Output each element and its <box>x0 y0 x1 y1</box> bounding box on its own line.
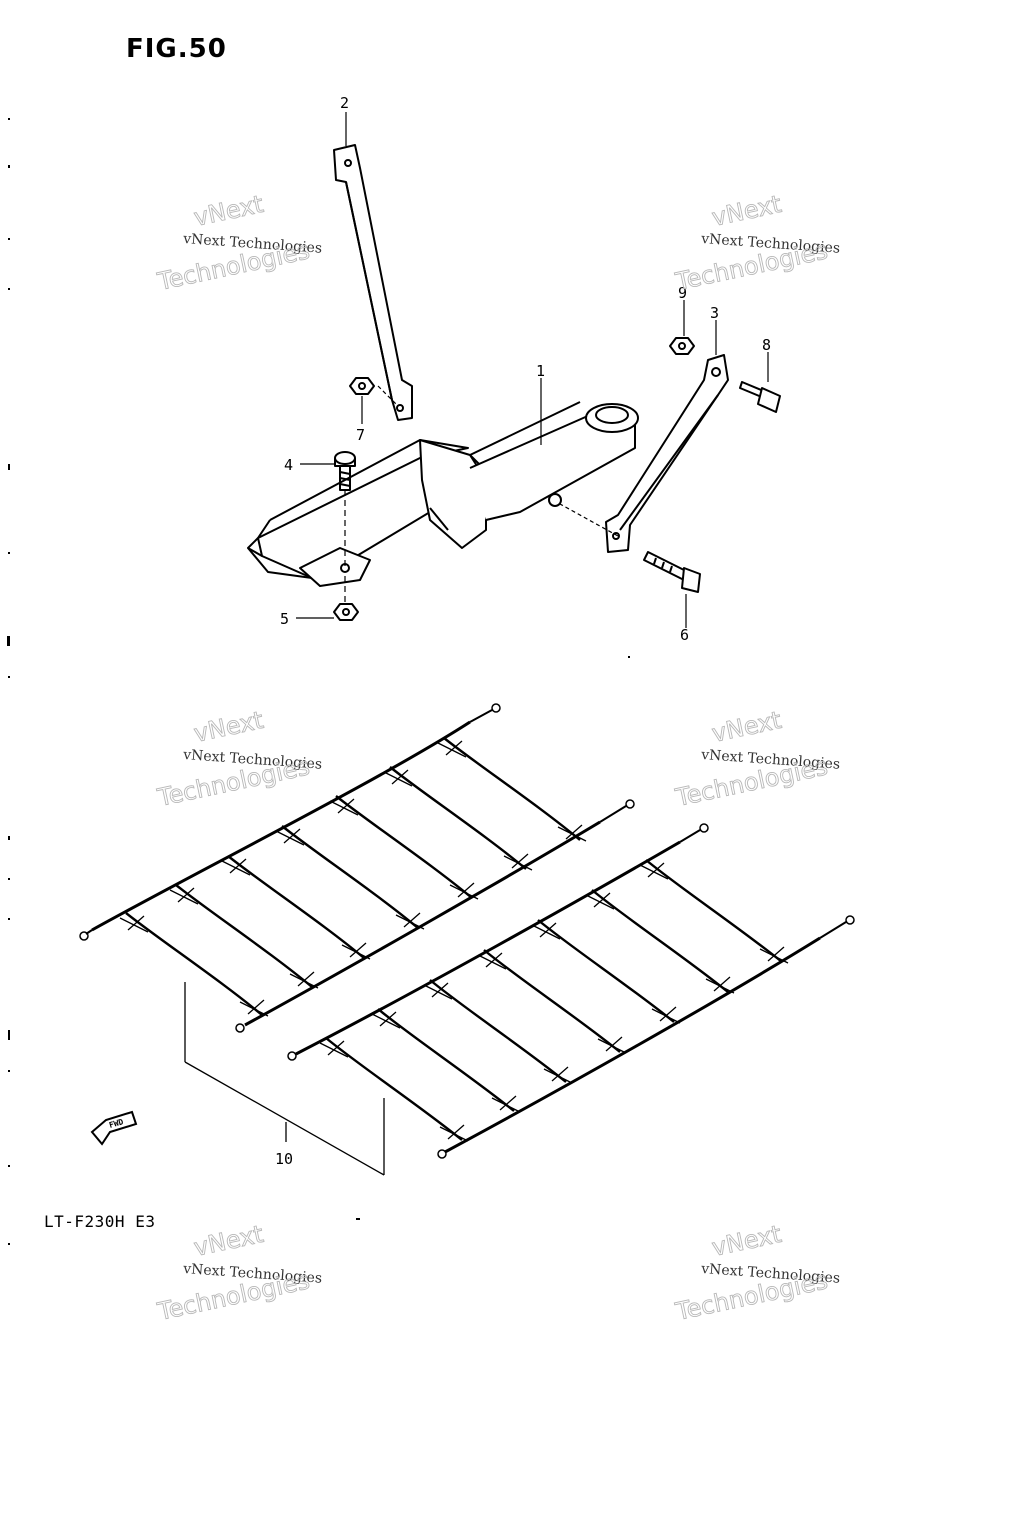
fwd-arrow-icon: FWD <box>90 1110 138 1146</box>
callout-4: 4 <box>284 456 293 474</box>
callout-1: 1 <box>536 362 545 380</box>
bolt-8 <box>739 381 781 413</box>
callout-10: 10 <box>275 1150 293 1168</box>
watermark-1: vNext vNext Technologies Technologies <box>154 189 323 296</box>
carrier-bracket-assembly <box>247 144 781 621</box>
watermark-2: vNext vNext Technologies Technologies <box>672 189 841 296</box>
scan-specks <box>7 118 630 1245</box>
svg-text:vNext: vNext <box>709 190 783 232</box>
svg-text:vNext: vNext <box>191 1220 265 1262</box>
nut-5 <box>333 603 359 621</box>
watermark-5: vNext vNext Technologies Technologies <box>154 1219 323 1326</box>
callout-3: 3 <box>710 304 719 322</box>
main-bracket <box>247 401 639 587</box>
svg-text:vNext: vNext <box>191 706 265 748</box>
callout-2: 2 <box>340 94 349 112</box>
callout-8: 8 <box>762 336 771 354</box>
model-code: LT-F230H E3 <box>44 1212 156 1231</box>
nut-7 <box>349 377 375 395</box>
tire-chain-left <box>79 703 635 1033</box>
callout-9: 9 <box>678 284 687 302</box>
nut-9 <box>669 337 695 355</box>
leader-lines-lower <box>184 982 385 1176</box>
leader-lines-upper <box>296 112 769 628</box>
svg-text:vNext: vNext <box>709 1220 783 1262</box>
watermark-3: vNext vNext Technologies Technologies <box>154 705 323 812</box>
callout-labels: 2 1 3 4 5 6 7 8 9 10 <box>275 94 771 1168</box>
callout-6: 6 <box>680 626 689 644</box>
tire-chain-set <box>79 703 855 1159</box>
stay-left <box>333 144 413 421</box>
tire-chain-right <box>287 823 855 1159</box>
svg-text:vNext: vNext <box>709 706 783 748</box>
bolt-6 <box>643 551 701 593</box>
figure-title: FIG.50 <box>126 34 227 64</box>
callout-5: 5 <box>280 610 289 628</box>
stay-right <box>605 354 729 553</box>
svg-text:vNext: vNext <box>191 190 265 232</box>
watermark-4: vNext vNext Technologies Technologies <box>672 705 841 812</box>
watermark-6: vNext vNext Technologies Technologies <box>672 1219 841 1326</box>
fwd-label: FWD <box>108 1117 125 1130</box>
callout-7: 7 <box>356 426 365 444</box>
